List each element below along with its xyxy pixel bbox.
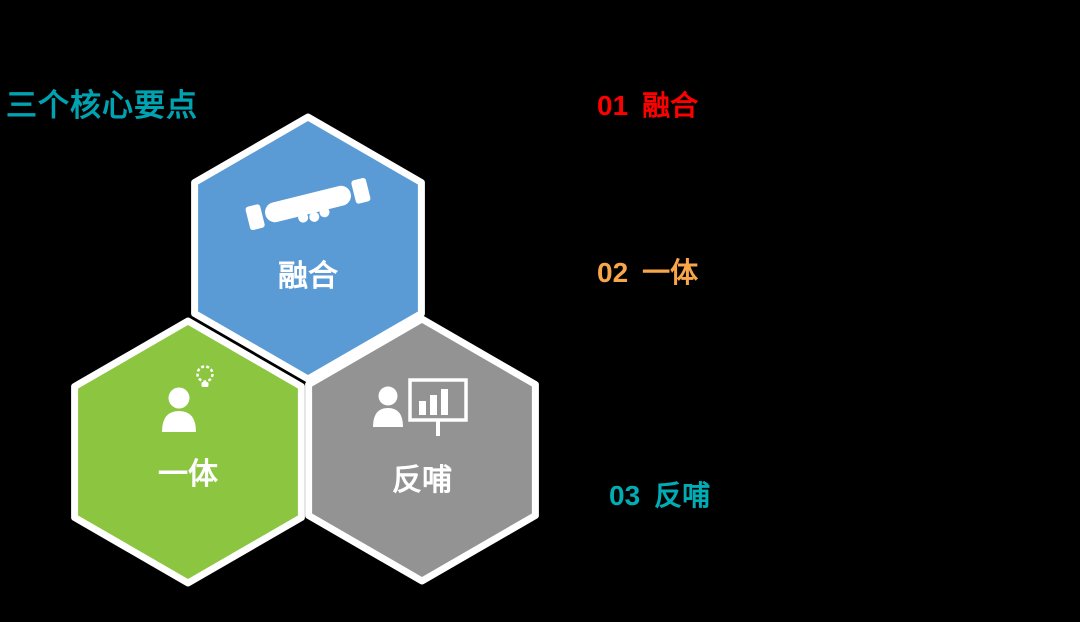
hexagon-yiti-svg: 一体 xyxy=(71,317,305,587)
list-number: 01 xyxy=(597,90,629,121)
list-number: 02 xyxy=(597,257,629,288)
hexagon-label-ronghe: 融合 xyxy=(278,259,338,293)
list-label: 一体 xyxy=(642,257,699,288)
presenter-board-icon xyxy=(373,378,468,436)
list-label: 反哺 xyxy=(654,480,711,511)
hexagon-label-yiti: 一体 xyxy=(158,458,219,491)
list-item-01: 01 融合 xyxy=(597,84,698,124)
handshake-icon xyxy=(245,177,371,231)
hexagon-shape xyxy=(305,315,539,585)
hexagon-fanbu-svg: 反哺 xyxy=(305,315,539,585)
hexagon-ronghe: 融合 xyxy=(183,108,433,388)
list-number: 03 xyxy=(609,480,641,511)
list-item-03: 03 反哺 xyxy=(609,474,710,514)
list-item-02: 02 一体 xyxy=(597,251,698,291)
page-title: 三个核心要点 xyxy=(6,88,198,123)
hexagon-fanbu: 反哺 xyxy=(297,310,547,590)
hexagon-shape xyxy=(71,317,305,587)
hexagon-ronghe-svg: 融合 xyxy=(191,113,425,383)
person-idea-icon xyxy=(162,365,214,432)
hexagon-label-fanbu: 反哺 xyxy=(392,464,452,497)
hexagon-yiti: 一体 xyxy=(63,312,313,592)
list-label: 融合 xyxy=(642,90,699,121)
